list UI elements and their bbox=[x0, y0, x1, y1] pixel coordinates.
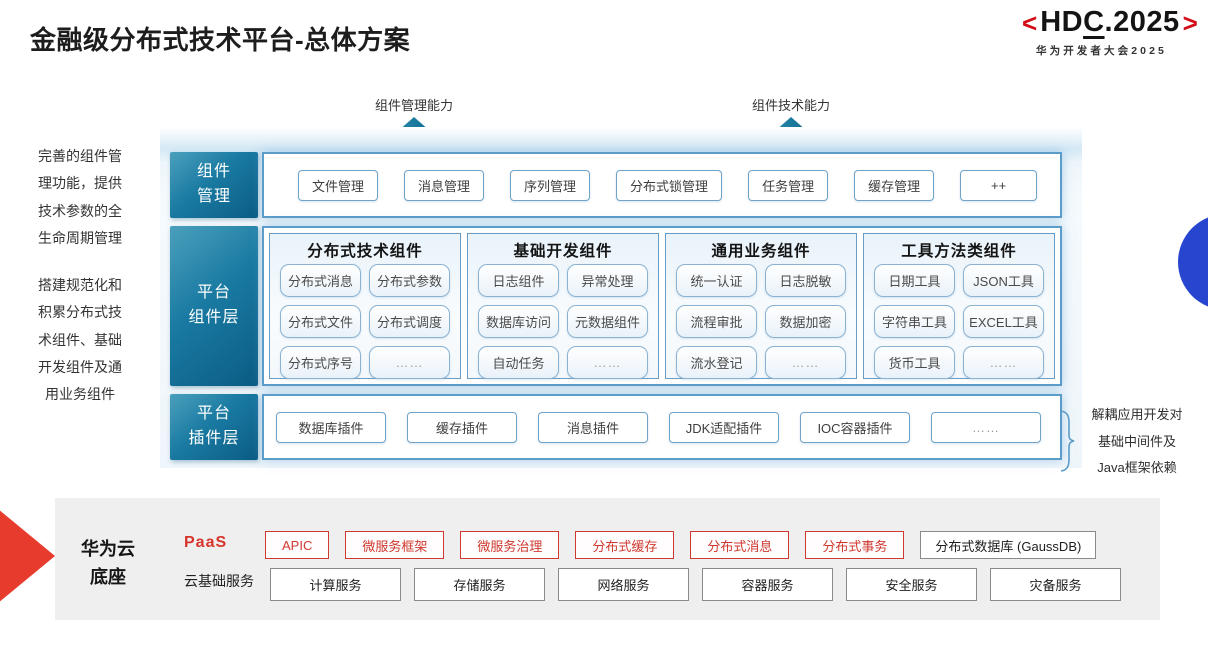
logo-text-hd: HD bbox=[1040, 6, 1084, 38]
component-mgmt-chip: 序列管理 bbox=[510, 169, 591, 201]
layer-label-platform-components: 平台 组件层 bbox=[170, 226, 258, 386]
blue-circle-decoration bbox=[1178, 214, 1208, 310]
component-group-basic-dev: 基础开发组件 日志组件异常处理数据库访问元数据组件自动任务…… bbox=[467, 233, 659, 379]
component-chip: 数据加密 bbox=[765, 305, 846, 338]
huawei-cloud-label: 华为云 底座 bbox=[81, 539, 135, 587]
paas-highlight-items: APIC 微服务框架微服务治理分布式缓存分布式消息分布式事务 bbox=[265, 531, 905, 559]
component-chip: 流程审批 bbox=[676, 305, 757, 338]
component-mgmt-chip: 消息管理 bbox=[404, 169, 485, 201]
component-chip: 日志组件 bbox=[478, 264, 559, 297]
red-arrow-icon bbox=[0, 504, 55, 608]
layer-label-component-management: 组件 管理 bbox=[170, 152, 258, 218]
component-chip: 字符串工具 bbox=[874, 305, 955, 338]
layer-box-platform-components: 分布式技术组件 分布式消息分布式参数分布式文件分布式调度分布式序号…… 基础开发… bbox=[262, 226, 1062, 386]
logo-text: HDC.2025 bbox=[1040, 8, 1179, 37]
cloud-service-chip: 网络服务 bbox=[558, 568, 689, 601]
component-chip: 统一认证 bbox=[676, 264, 757, 297]
component-chip: 异常处理 bbox=[567, 264, 648, 297]
plugin-chip: 数据库插件 bbox=[276, 411, 386, 443]
component-chip: EXCEL工具 bbox=[963, 305, 1044, 338]
component-chip: …… bbox=[963, 346, 1044, 379]
paas-row: APIC 微服务框架微服务治理分布式缓存分布式消息分布式事务 分布式数据库 (Ga… bbox=[265, 531, 1097, 559]
component-group-title: 基础开发组件 bbox=[513, 243, 613, 260]
hdc-logo-row: < HDC.2025 > bbox=[1022, 8, 1208, 37]
paas-label: PaaS bbox=[184, 534, 228, 551]
page-title: 金融级分布式技术平台-总体方案 bbox=[30, 25, 411, 55]
plugin-chip: JDK适配插件 bbox=[669, 411, 779, 443]
component-mgmt-chip: 分布式锁管理 bbox=[616, 169, 723, 201]
component-group-title: 通用业务组件 bbox=[711, 243, 811, 260]
logo-left-bracket: < bbox=[1022, 7, 1038, 38]
paas-chip: 分布式数据库 (GaussDB) bbox=[920, 531, 1097, 559]
plugin-chip: 缓存插件 bbox=[407, 411, 517, 443]
logo-text-c: C bbox=[1083, 6, 1105, 38]
note-component-management: 完善的组件管 理功能，提供 技术参数的全 生命周期管理 bbox=[38, 148, 122, 246]
paas-normal-items: 分布式数据库 (GaussDB) bbox=[920, 531, 1097, 559]
component-chip: 分布式参数 bbox=[369, 264, 450, 297]
huawei-cloud-panel bbox=[55, 498, 1160, 620]
component-mgmt-chip: 缓存管理 bbox=[854, 169, 935, 201]
component-group-items: 统一认证日志脱敏流程审批数据加密流水登记…… bbox=[666, 261, 856, 389]
cloud-service-chip: 存储服务 bbox=[414, 568, 545, 601]
layer-box-plugin-layer: 数据库插件缓存插件消息插件 JDK适配插件 IOC容器插件 …… bbox=[262, 394, 1062, 460]
logo-text-rest: .2025 bbox=[1104, 6, 1180, 38]
component-chip: 数据库访问 bbox=[478, 305, 559, 338]
component-group-items: 分布式消息分布式参数分布式文件分布式调度分布式序号…… bbox=[270, 261, 460, 389]
component-group-title: 分布式技术组件 bbox=[307, 243, 423, 260]
logo-right-bracket: > bbox=[1182, 7, 1198, 38]
plugin-chip: IOC容器插件 bbox=[800, 411, 910, 443]
cloud-service-chip: 安全服务 bbox=[846, 568, 977, 601]
component-chip: JSON工具 bbox=[963, 264, 1044, 297]
component-chip: 分布式消息 bbox=[280, 264, 361, 297]
cloud-services-label: 云基础服务 bbox=[184, 573, 254, 589]
capability-arrow-technology-label: 组件技术能力 bbox=[751, 98, 830, 113]
hdc-logo: < HDC.2025 > 华为开发者大会2025 bbox=[1022, 8, 1208, 58]
component-chip: 日期工具 bbox=[874, 264, 955, 297]
component-chip: …… bbox=[369, 346, 450, 379]
component-chip: 自动任务 bbox=[478, 346, 559, 379]
component-group-common-business: 通用业务组件 统一认证日志脱敏流程审批数据加密流水登记…… bbox=[665, 233, 857, 379]
paas-chip: 微服务治理 bbox=[460, 531, 560, 559]
component-chip: 分布式调度 bbox=[369, 305, 450, 338]
component-chip: 元数据组件 bbox=[567, 305, 648, 338]
component-chip: 分布式序号 bbox=[280, 346, 361, 379]
component-group-distributed: 分布式技术组件 分布式消息分布式参数分布式文件分布式调度分布式序号…… bbox=[269, 233, 461, 379]
paas-chip: 分布式缓存 bbox=[575, 531, 675, 559]
cloud-services-row: 计算服务存储服务网络服务容器服务安全服务灾备服务 bbox=[270, 568, 1121, 601]
plugin-chip: …… bbox=[931, 411, 1041, 443]
brace-icon bbox=[1060, 410, 1075, 472]
paas-chip: 微服务框架 bbox=[345, 531, 445, 559]
component-chip: 流水登记 bbox=[676, 346, 757, 379]
plugin-chip: 消息插件 bbox=[538, 411, 648, 443]
component-chip: …… bbox=[765, 346, 846, 379]
component-mgmt-chip: 文件管理 bbox=[298, 169, 379, 201]
cloud-service-chip: 计算服务 bbox=[270, 568, 401, 601]
component-group-title: 工具方法类组件 bbox=[901, 243, 1017, 260]
paas-chip: 分布式消息 bbox=[690, 531, 790, 559]
logo-subtitle: 华为开发者大会2025 bbox=[1036, 45, 1167, 57]
component-mgmt-chip: 任务管理 bbox=[748, 169, 829, 201]
component-chip: …… bbox=[567, 346, 648, 379]
layer-label-plugin-layer: 平台 插件层 bbox=[170, 394, 258, 460]
component-chip: 货币工具 bbox=[874, 346, 955, 379]
note-plugin-layer: 解耦应用开发对 基础中间件及 Java框架依赖 bbox=[1091, 407, 1183, 476]
layer-box-component-management: 文件管理消息管理序列管理分布式锁管理任务管理缓存管理 ++ bbox=[262, 152, 1062, 218]
component-group-items: 日志组件异常处理数据库访问元数据组件自动任务…… bbox=[468, 261, 658, 389]
cloud-service-chip: 灾备服务 bbox=[990, 568, 1121, 601]
component-mgmt-chip: ++ bbox=[960, 169, 1038, 201]
capability-arrow-management-label: 组件管理能力 bbox=[374, 98, 453, 113]
note-platform-components: 搭建规范化和 积累分布式技 术组件、基础 开发组件及通 用业务组件 bbox=[38, 277, 122, 403]
paas-chip: APIC bbox=[265, 531, 330, 559]
cloud-service-chip: 容器服务 bbox=[702, 568, 833, 601]
paas-chip: 分布式事务 bbox=[805, 531, 905, 559]
component-chip: 分布式文件 bbox=[280, 305, 361, 338]
component-chip: 日志脱敏 bbox=[765, 264, 846, 297]
